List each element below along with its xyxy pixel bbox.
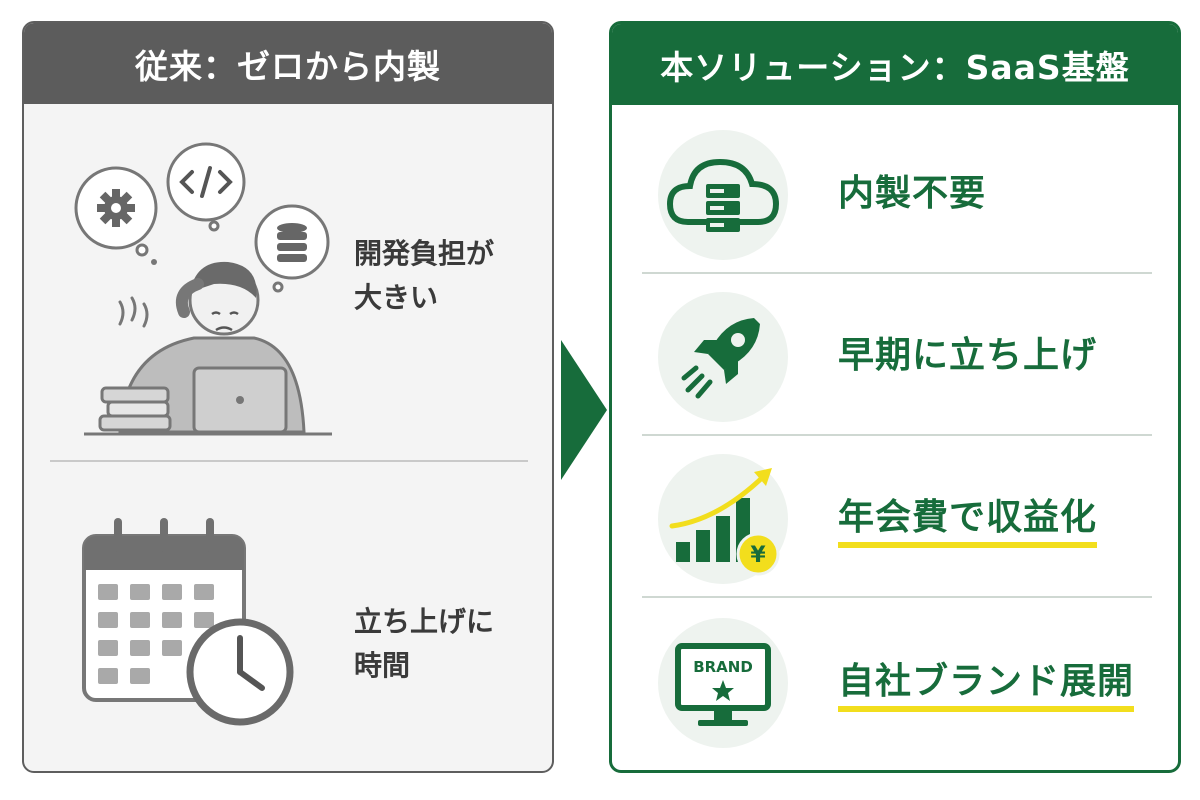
calendar-clock-icon xyxy=(82,518,294,726)
startup-time-item: 立ち上げに 時間 xyxy=(24,462,552,771)
right-divider xyxy=(642,596,1152,598)
brand-screen-text: BRAND xyxy=(693,658,753,676)
benefit-label: 内製不要 xyxy=(838,173,987,214)
code-icon xyxy=(179,166,233,198)
overwhelmed-developer-icon xyxy=(74,142,332,436)
traditional-panel: 従来：ゼロから内製 xyxy=(22,21,554,773)
cloud-server-icon xyxy=(666,158,780,232)
benefit-label: 年会費で収益化 xyxy=(838,488,1098,548)
brand-monitor-icon: BRAND xyxy=(675,643,771,726)
gear-icon xyxy=(97,189,135,227)
startup-time-text: 立ち上げに 時間 xyxy=(354,605,495,682)
benefit-label: 自社ブランド展開 xyxy=(838,652,1135,712)
left-divider xyxy=(50,460,528,462)
right-divider xyxy=(642,434,1152,436)
right-divider xyxy=(642,272,1152,274)
benefit-own-brand: BRAND 自社ブランド展開 xyxy=(612,602,1178,764)
growth-chart-yen-icon: ¥ xyxy=(669,468,780,576)
benefit-membership-revenue: ¥ 年会費で収益化 xyxy=(612,438,1178,600)
right-arrow-icon xyxy=(561,340,607,480)
rocket-icon xyxy=(681,318,760,399)
solution-panel: 本ソリューション：SaaS基盤 内製不要 xyxy=(609,21,1181,773)
benefit-early-launch: 早期に立ち上げ xyxy=(612,276,1178,438)
benefit-no-inhouse: 内製不要 xyxy=(612,114,1178,276)
development-burden-text: 開発負担が 大きい xyxy=(354,237,495,314)
benefit-label: 早期に立ち上げ xyxy=(838,335,1098,376)
traditional-panel-title: 従来：ゼロから内製 xyxy=(24,23,552,104)
solution-panel-title: 本ソリューション：SaaS基盤 xyxy=(612,24,1178,105)
svg-text:¥: ¥ xyxy=(750,543,766,568)
star-icon xyxy=(712,680,734,701)
development-burden-item: 開発負担が 大きい xyxy=(24,104,552,460)
database-icon xyxy=(277,223,307,262)
